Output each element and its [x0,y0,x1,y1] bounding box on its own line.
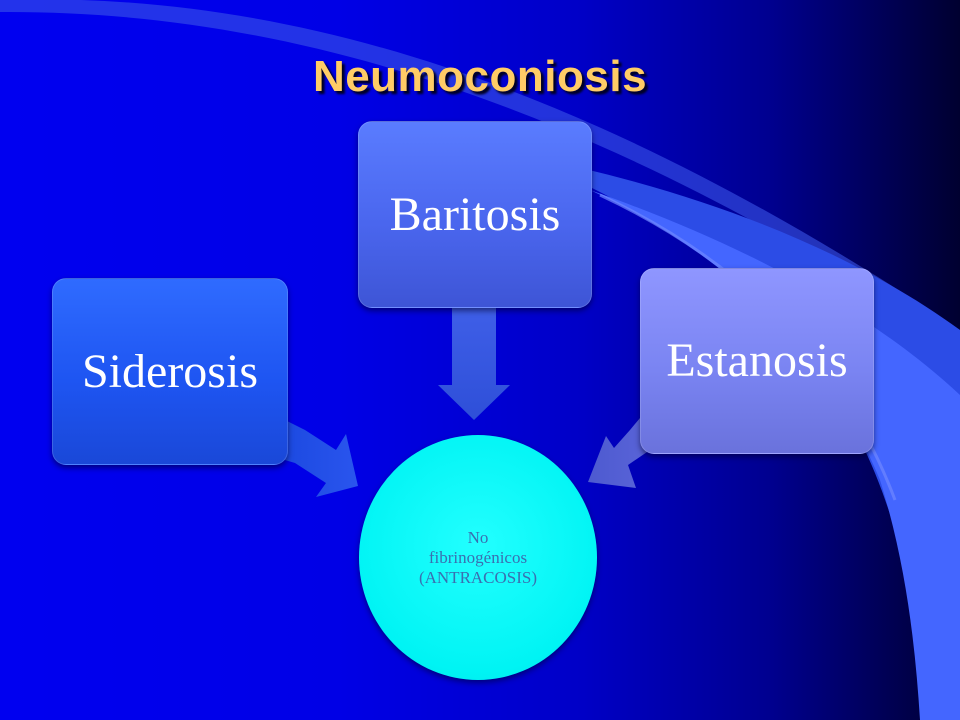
center-line-1: No [467,527,489,547]
center-line-2: fibrinogénicos [428,547,528,567]
node-estanosis-label: Estanosis [666,334,848,387]
arrow-baritosis-to-center [438,306,510,420]
slide-title: Neumoconiosis [312,52,648,101]
node-siderosis-label: Siderosis [81,344,258,398]
node-estanosis: Estanosis [640,268,874,454]
center-node: No fibrinogénicos (ANTRACOSIS) [359,435,597,680]
arrow-siderosis-to-center [278,420,358,497]
node-baritosis-label: Baritosis [389,187,561,241]
center-line-3: (ANTRACOSIS) [418,567,538,587]
node-siderosis: Siderosis [52,278,288,465]
node-baritosis: Baritosis [358,121,592,308]
center-node-text: No fibrinogénicos (ANTRACOSIS) [383,528,573,588]
arrow-estanosis-to-center [588,418,650,488]
